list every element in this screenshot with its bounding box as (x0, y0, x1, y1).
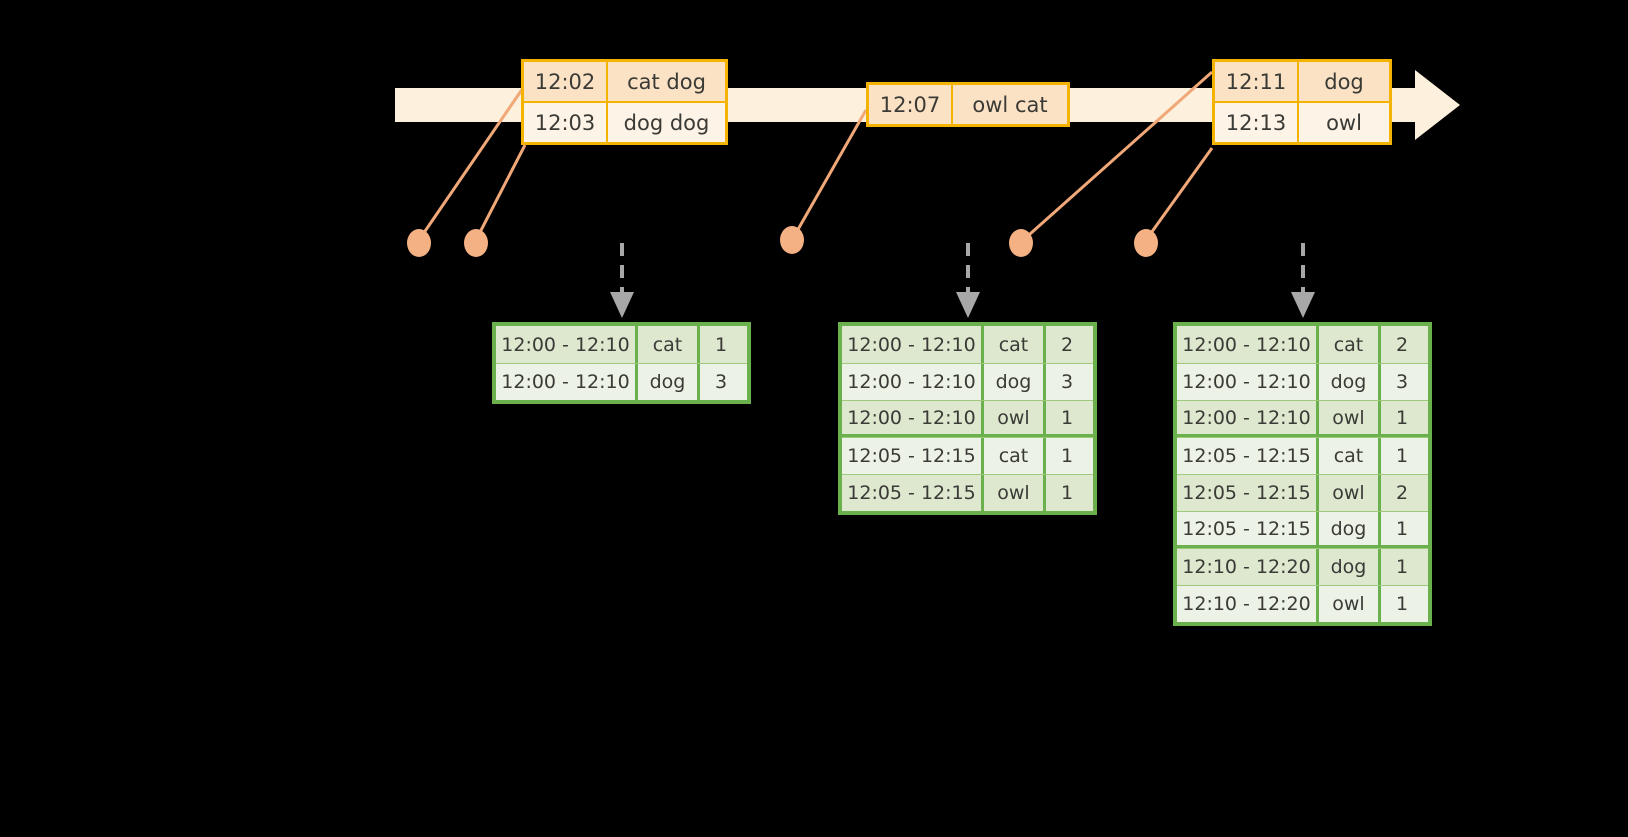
event-time: 12:03 (524, 103, 608, 142)
count-cell: 1 (1395, 556, 1409, 578)
count-cell: 1 (714, 333, 728, 356)
table-row[interactable]: 12:10 - 12:20 owl 1 (1177, 585, 1428, 622)
word-cell: owl (1319, 586, 1381, 622)
window-cell: 12:05 - 12:15 (1177, 475, 1319, 511)
word-cell: dog (638, 364, 700, 400)
word-cell: cat (984, 438, 1046, 474)
count-cell: 2 (1395, 482, 1409, 504)
count-cell: 3 (1060, 371, 1074, 393)
event-time: 12:07 (869, 85, 953, 124)
window-cell: 12:00 - 12:10 (1177, 326, 1319, 363)
window-cell: 12:00 - 12:10 (842, 326, 984, 363)
event-words: owl (1326, 110, 1362, 135)
window-cell: 12:05 - 12:15 (1177, 438, 1319, 474)
event-words: cat dog (627, 69, 706, 94)
window-cell: 12:00 - 12:10 (1177, 401, 1319, 434)
window-cell: 12:00 - 12:10 (496, 364, 638, 400)
count-cell: 1 (1395, 517, 1409, 540)
table-row[interactable]: 12:00 - 12:10 cat 1 (496, 326, 747, 363)
table-row[interactable]: 12:00 - 12:10 owl 1 (842, 400, 1093, 437)
word-cell: dog (1319, 549, 1381, 585)
word-cell: owl (984, 401, 1046, 434)
event-row[interactable]: 12:13 owl (1215, 101, 1389, 142)
word-cell: cat (1319, 326, 1381, 363)
result-table-3[interactable]: 12:00 - 12:10 cat 2 12:00 - 12:10 dog 3 … (1173, 322, 1432, 626)
table-row[interactable]: 12:00 - 12:10 dog 3 (1177, 363, 1428, 400)
emit-arrows (620, 243, 1305, 300)
table-row[interactable]: 12:00 - 12:10 dog 3 (496, 363, 747, 400)
window-cell: 12:10 - 12:20 (1177, 586, 1319, 622)
count-cell: 1 (1060, 406, 1074, 429)
table-row[interactable]: 12:05 - 12:15 owl 1 (842, 474, 1093, 511)
word-cell: owl (1319, 401, 1381, 434)
table-row[interactable]: 12:00 - 12:10 cat 2 (1177, 326, 1428, 363)
window-cell: 12:00 - 12:10 (1177, 364, 1319, 400)
count-cell: 1 (1395, 445, 1409, 467)
event-words: dog (1324, 69, 1364, 94)
event-words: owl cat (972, 92, 1048, 117)
event-time: 12:13 (1215, 103, 1299, 142)
count-cell: 1 (1395, 593, 1409, 615)
event-group-1[interactable]: 12:02 cat dog 12:03 dog dog (521, 59, 728, 145)
word-cell: cat (638, 326, 700, 363)
count-cell: 1 (1395, 406, 1409, 429)
connector-dot (407, 229, 431, 257)
event-row[interactable]: 12:03 dog dog (524, 101, 725, 142)
table-row[interactable]: 12:00 - 12:10 dog 3 (842, 363, 1093, 400)
emit-arrowheads (610, 292, 1315, 318)
result-table-2[interactable]: 12:00 - 12:10 cat 2 12:00 - 12:10 dog 3 … (838, 322, 1097, 515)
table-row[interactable]: 12:00 - 12:10 owl 1 (1177, 400, 1428, 437)
connector-dots (407, 226, 1158, 257)
event-time: 12:11 (1215, 62, 1299, 101)
connector-dot (1009, 229, 1033, 257)
count-cell: 1 (1060, 482, 1074, 504)
word-cell: owl (1319, 475, 1381, 511)
connector-dot (464, 229, 488, 257)
word-cell: cat (1319, 438, 1381, 474)
word-cell: dog (984, 364, 1046, 400)
count-cell: 1 (1060, 445, 1074, 467)
table-row[interactable]: 12:05 - 12:15 owl 2 (1177, 474, 1428, 511)
window-cell: 12:10 - 12:20 (1177, 549, 1319, 585)
event-row[interactable]: 12:11 dog (1215, 62, 1389, 101)
connector-dot (780, 226, 804, 254)
word-cell: dog (1319, 512, 1381, 545)
table-row[interactable]: 12:05 - 12:15 dog 1 (1177, 511, 1428, 548)
event-row[interactable]: 12:02 cat dog (524, 62, 725, 101)
table-row[interactable]: 12:05 - 12:15 cat 1 (842, 437, 1093, 474)
window-cell: 12:00 - 12:10 (842, 364, 984, 400)
event-group-3[interactable]: 12:11 dog 12:13 owl (1212, 59, 1392, 145)
count-cell: 3 (714, 371, 728, 393)
word-cell: cat (984, 326, 1046, 363)
count-cell: 2 (1060, 333, 1074, 356)
event-words: dog dog (623, 110, 710, 135)
event-time: 12:02 (524, 62, 608, 101)
result-table-1[interactable]: 12:00 - 12:10 cat 1 12:00 - 12:10 dog 3 (492, 322, 751, 404)
window-cell: 12:05 - 12:15 (842, 475, 984, 511)
event-group-2[interactable]: 12:07 owl cat (866, 82, 1070, 127)
window-cell: 12:05 - 12:15 (1177, 512, 1319, 545)
connector-dot (1134, 229, 1158, 257)
word-cell: owl (984, 475, 1046, 511)
event-row[interactable]: 12:07 owl cat (869, 85, 1067, 124)
window-cell: 12:00 - 12:10 (842, 401, 984, 434)
window-cell: 12:05 - 12:15 (842, 438, 984, 474)
table-row[interactable]: 12:10 - 12:20 dog 1 (1177, 548, 1428, 585)
table-row[interactable]: 12:00 - 12:10 cat 2 (842, 326, 1093, 363)
word-cell: dog (1319, 364, 1381, 400)
window-cell: 12:00 - 12:10 (496, 326, 638, 363)
count-cell: 2 (1395, 333, 1409, 356)
table-row[interactable]: 12:05 - 12:15 cat 1 (1177, 437, 1428, 474)
count-cell: 3 (1395, 371, 1409, 393)
